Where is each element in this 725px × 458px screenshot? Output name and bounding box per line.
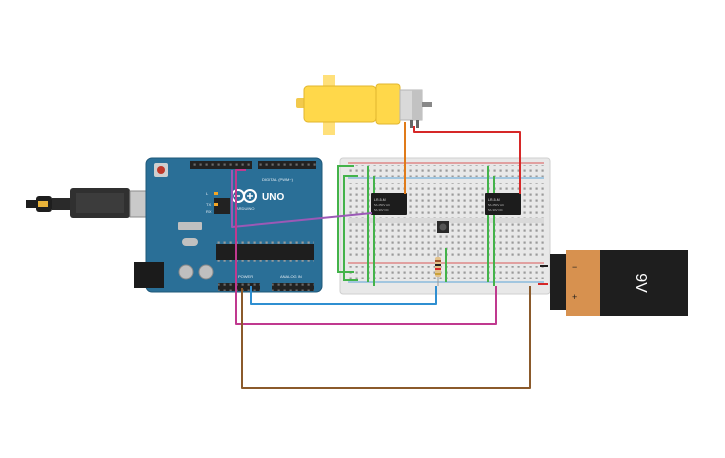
relay-1-line-1: LR-5-M	[374, 198, 386, 202]
relay-1[interactable]: LR-5-M 5A 250V AC 5A 30V DC	[371, 193, 407, 215]
wire-red-motor[interactable]	[413, 126, 521, 194]
relay-2-line-1: LR-5-M	[488, 198, 500, 202]
board-brand: ARDUINO	[236, 206, 254, 211]
battery-9v[interactable]: − + 9V	[550, 250, 688, 316]
wire-brown[interactable]	[241, 286, 531, 389]
analog-header-label: ANALOG IN	[280, 274, 302, 279]
dc-gear-motor[interactable]	[296, 75, 432, 135]
resistor[interactable]	[435, 250, 441, 286]
wire-purple[interactable]	[231, 170, 373, 228]
rx-label: RX	[206, 209, 212, 214]
relay-1-line-2: 5A 250V AC	[374, 203, 391, 207]
board-model: UNO	[262, 192, 284, 203]
relay-2[interactable]: LR-5-M 5A 250V AC 5A 30V DC	[485, 193, 521, 215]
power-header-label: POWER	[238, 274, 253, 279]
battery-plus-label: +	[572, 292, 577, 302]
arduino-board[interactable]: DIGITAL (PWM~) L TX RX UNO ARDUINO	[134, 157, 323, 293]
green-jumper-wires[interactable]	[337, 165, 495, 286]
dc-power-jack	[134, 262, 164, 288]
digital-header-label: DIGITAL (PWM~)	[262, 177, 294, 182]
relay-1-line-3: 5A 30V DC	[374, 208, 390, 212]
tx-label: TX	[206, 202, 211, 207]
battery-minus-label: −	[572, 262, 577, 272]
l-led-label: L	[206, 191, 209, 196]
relay-2-line-3: 5A 30V DC	[488, 208, 504, 212]
wire-magenta[interactable]	[235, 169, 497, 325]
relay-2-line-2: 5A 250V AC	[488, 203, 505, 207]
microcontroller-chip	[216, 244, 314, 260]
push-button[interactable]	[437, 221, 449, 233]
battery-voltage-label: 9V	[632, 273, 649, 293]
wire-blue[interactable]	[250, 286, 437, 305]
